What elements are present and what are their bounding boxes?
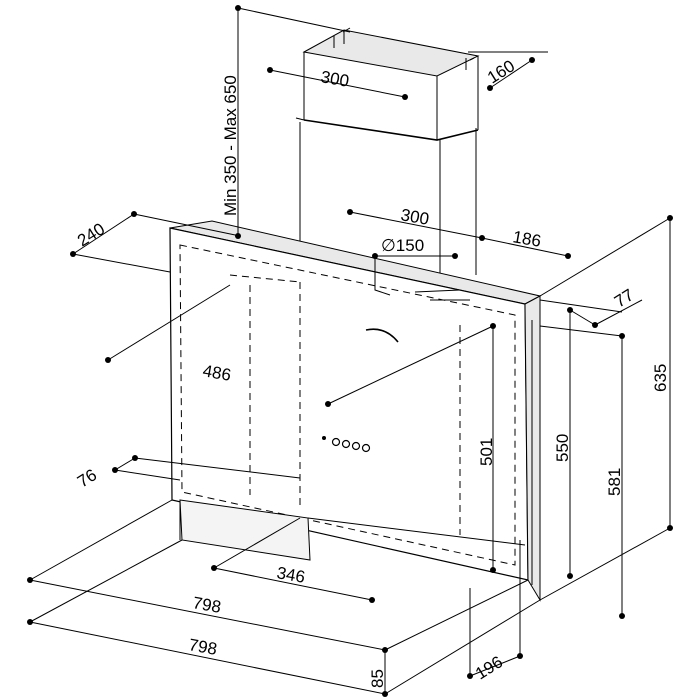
label-base-height: 85	[368, 669, 387, 688]
label-outlet-diameter: ∅150	[381, 236, 424, 255]
label-front-height: 501	[477, 438, 496, 466]
label-width-front: 798	[191, 593, 222, 617]
label-chimney-width: 300	[319, 67, 350, 91]
label-hood-top-width: 300	[399, 205, 430, 229]
label-chimney-height: Min 350 - Max 650	[221, 75, 240, 216]
label-wall-offset: 240	[74, 219, 108, 250]
label-total-height: 635	[651, 364, 670, 392]
label-back-height: 581	[605, 468, 624, 496]
label-outlet-offset: 186	[511, 227, 542, 251]
chimney	[295, 27, 480, 290]
hood-body	[169, 220, 542, 602]
label-lower-width: 346	[275, 563, 306, 587]
dimension-lines	[27, 5, 673, 697]
label-chimney-depth: 160	[484, 56, 518, 87]
control-buttons	[322, 436, 371, 453]
label-front-diagonal: 486	[201, 361, 232, 385]
label-width-back: 798	[187, 635, 218, 659]
label-bottom-depth: 76	[74, 465, 100, 491]
label-side-depth: 77	[611, 285, 637, 311]
label-side-height: 550	[553, 434, 572, 462]
label-base-depth: 196	[472, 652, 506, 683]
